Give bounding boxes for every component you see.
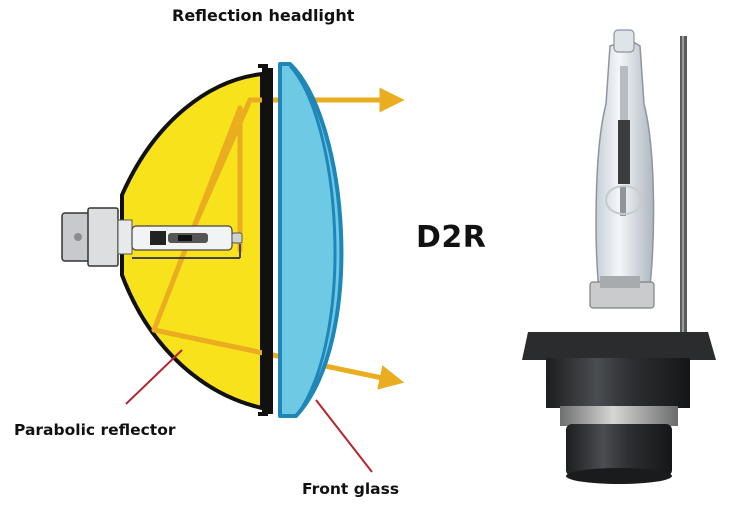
parabolic-reflector-label: Parabolic reflector <box>14 421 176 439</box>
headlight-cross-section-icon <box>61 62 405 473</box>
front-glass-label: Front glass <box>302 480 400 498</box>
bulb-model-label: D2R <box>416 220 487 255</box>
light-rays <box>151 87 405 390</box>
front-glass-lens <box>278 62 344 418</box>
bulb-socket <box>61 207 133 267</box>
glass-pointer <box>315 399 373 473</box>
xenon-bulb-icon <box>522 29 716 484</box>
headlight-bulb <box>131 225 243 259</box>
diagram-title: Reflection headlight <box>172 6 355 25</box>
reflector-pointer <box>125 349 183 405</box>
